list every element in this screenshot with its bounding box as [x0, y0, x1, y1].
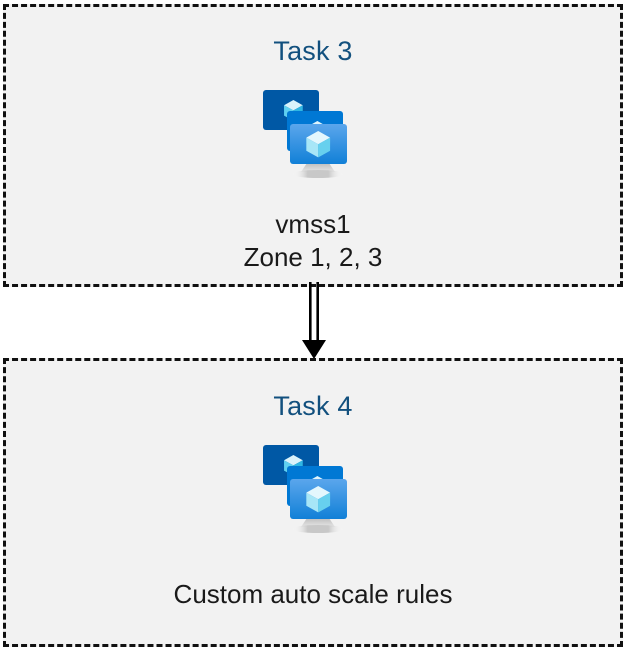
- task-title-task-4: Task 4: [273, 391, 353, 421]
- caption-line: Zone 1, 2, 3: [243, 241, 383, 272]
- vmss-icon: [263, 445, 347, 533]
- task-title-task-3: Task 3: [273, 36, 353, 66]
- caption-line: Custom auto scale rules: [173, 579, 453, 609]
- task-caption-task-3: vmss1 Zone 1, 2, 3: [244, 208, 383, 273]
- task-caption-task-4: Custom auto scale rules: [174, 578, 453, 611]
- caption-line: vmss1: [275, 209, 351, 239]
- task-box-task-4[interactable]: Task 4: [3, 358, 623, 647]
- connector-arrow-down-icon: [302, 282, 326, 359]
- task-box-task-3[interactable]: Task 3: [3, 4, 623, 287]
- vmss-icon: [263, 90, 347, 178]
